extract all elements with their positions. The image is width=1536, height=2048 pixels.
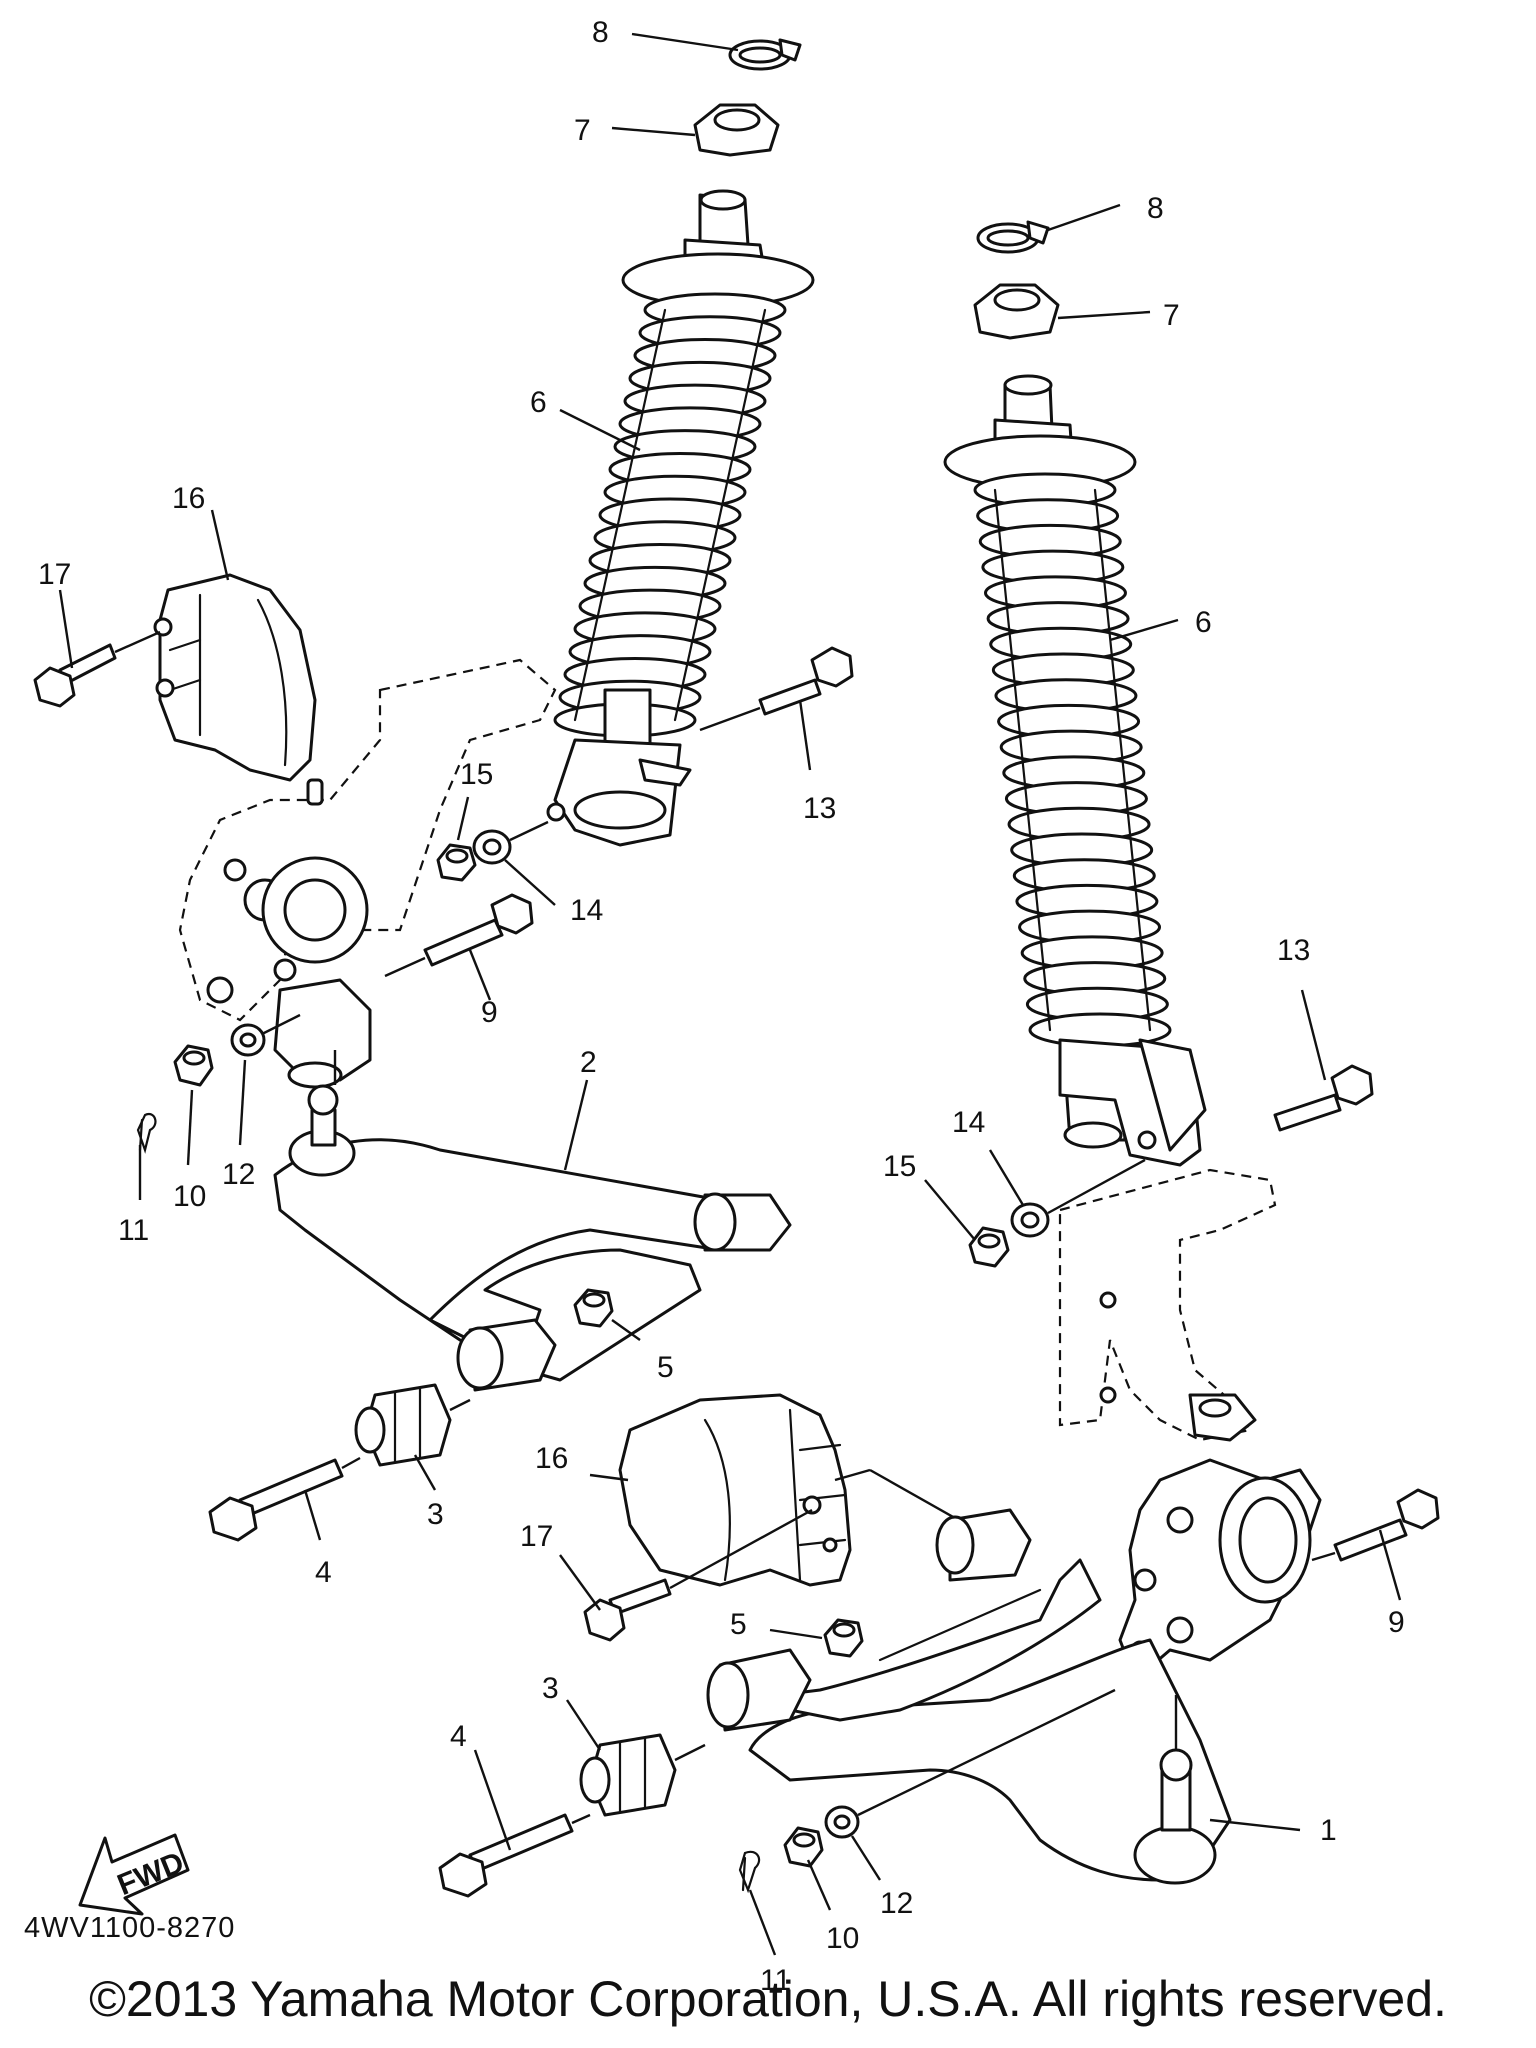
shock-bolt-right	[1273, 1064, 1374, 1132]
callout-4: 4	[450, 1720, 467, 1753]
shock-body-outline	[573, 308, 767, 722]
callout-11: 11	[118, 1214, 149, 1247]
callout-17: 17	[520, 1520, 553, 1553]
washer-right-lower	[824, 1688, 1116, 1839]
callout-13: 13	[1277, 934, 1310, 967]
arm-nut-left	[573, 1288, 614, 1328]
shock-spring-right	[973, 472, 1172, 1048]
diagram-part-code: 4WV1100-8270	[24, 1912, 236, 1944]
arm-bolt-left	[208, 1456, 361, 1542]
shock-absorber-left	[621, 189, 815, 308]
callout-8: 8	[1147, 192, 1164, 225]
lower-arm	[706, 1508, 1232, 1885]
leader-lines	[58, 32, 1402, 1956]
shock-body-right	[1058, 1038, 1207, 1167]
arm-nut-right	[823, 1618, 864, 1658]
clip-right	[976, 220, 1050, 254]
shock-bolt-left	[699, 646, 854, 732]
callout-4: 4	[315, 1556, 332, 1589]
callout-7: 7	[1163, 299, 1180, 332]
callout-5: 5	[730, 1608, 747, 1641]
castle-nut-left	[173, 1044, 214, 1087]
callout-9: 9	[481, 996, 498, 1029]
steering-knuckle-right	[1058, 1168, 1322, 1682]
callout-3: 3	[427, 1498, 444, 1531]
callout-6: 6	[530, 386, 547, 419]
shock-spring-left	[553, 292, 787, 738]
upper-arm	[273, 1050, 792, 1392]
callout-12: 12	[880, 1887, 913, 1920]
guard-bolt-right	[583, 1508, 813, 1642]
knuckle-guard-right	[618, 1393, 986, 1587]
callout-14: 14	[570, 894, 603, 927]
callout-12: 12	[222, 1158, 255, 1191]
callout-15: 15	[460, 758, 493, 791]
shock-body-outline	[993, 488, 1152, 1032]
arm-bolt-right	[438, 1813, 591, 1898]
shock-absorber-right-top	[943, 374, 1137, 490]
callout-11: 11	[760, 1964, 791, 1997]
knuckle-bolt-right	[1311, 1488, 1440, 1562]
callout-17: 17	[38, 558, 71, 591]
callout-labels: 8 7 6 16 17 15 14 13 9 2 11 10 12 5 3 4 …	[38, 16, 1405, 1997]
copyright-notice: ©2013 Yamaha Motor Corporation, U.S.A. A…	[89, 1971, 1447, 2027]
lock-nut-right	[973, 283, 1060, 340]
callout-7: 7	[574, 114, 591, 147]
bushing-right	[579, 1733, 706, 1817]
callout-3: 3	[542, 1672, 559, 1705]
callout-8: 8	[592, 16, 609, 49]
callout-16: 16	[535, 1442, 568, 1475]
washer-left-upper	[472, 820, 549, 865]
callout-2: 2	[580, 1046, 597, 1079]
cotter-pin-left	[136, 1112, 157, 1154]
knuckle-guard-left	[153, 573, 317, 782]
callout-6: 6	[1195, 606, 1212, 639]
clip-left	[728, 38, 802, 71]
steering-knuckle-left	[178, 658, 557, 1089]
cotter-pin-right	[738, 1850, 761, 1894]
callout-9: 9	[1388, 1606, 1405, 1639]
washer-left-lower	[230, 1013, 301, 1057]
knuckle-bolt-left	[384, 893, 534, 978]
callout-13: 13	[803, 792, 836, 825]
callout-5: 5	[657, 1351, 674, 1384]
washer-right-upper	[1010, 1158, 1146, 1238]
nut-right-upper	[968, 1226, 1010, 1268]
callout-16: 16	[172, 482, 205, 515]
callout-14: 14	[952, 1106, 985, 1139]
callout-1: 1	[1320, 1814, 1337, 1847]
callout-15: 15	[883, 1150, 916, 1183]
shock-body-left	[546, 688, 692, 847]
castle-nut-right	[783, 1826, 824, 1868]
callout-10: 10	[826, 1922, 859, 1955]
bushing-left	[354, 1383, 471, 1467]
guard-bolt-left	[33, 630, 161, 708]
nut-left-upper	[436, 843, 477, 882]
callout-10: 10	[173, 1180, 206, 1213]
fwd-arrow: FWD	[78, 1833, 190, 1916]
lock-nut-left	[693, 103, 780, 157]
